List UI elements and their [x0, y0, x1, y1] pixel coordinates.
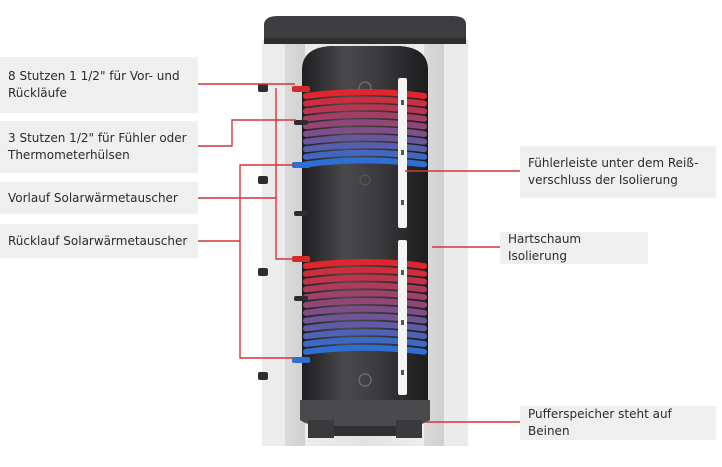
- label-hartschaum: Hartschaum Isolierung: [500, 232, 648, 264]
- lowerCoil-turn: [303, 290, 427, 301]
- label-fuehlerleiste: Fühlerleiste unter dem Reiß- verschluss …: [520, 146, 716, 198]
- label-stutzen-fuehler: 3 Stutzen 1/2" für Fühler oder Thermomet…: [0, 121, 198, 173]
- upperCoil-turn: [303, 149, 427, 160]
- lowerCoil-turn: [303, 337, 427, 347]
- lower-solar-heat-exchanger-coil: [303, 259, 427, 355]
- upperCoil-turn: [303, 127, 427, 137]
- lowerCoil-turn: [303, 282, 427, 293]
- upperCoil-turn: [303, 119, 427, 130]
- lowerCoil-turn: [303, 266, 427, 277]
- sensor-strip-upper: [398, 78, 407, 228]
- label-stutzen-vor-ruecklaeufe: 8 Stutzen 1 1/2" für Vor- und Rückläufe: [0, 57, 198, 113]
- lowerCoil-turn: [303, 321, 427, 332]
- lowerCoil-turn: [303, 259, 427, 269]
- upperCoil-turn: [303, 157, 427, 168]
- lowerCoil-turn: [303, 313, 427, 324]
- tank-legs: [300, 400, 430, 438]
- upperCoil-turn: [303, 111, 427, 122]
- lowerCoil-turn: [303, 344, 427, 355]
- label-pufferspeicher-beine: Pufferspeicher steht auf Beinen: [520, 406, 716, 440]
- upperCoil-turn: [303, 89, 427, 99]
- leader-fuehler: [198, 119, 296, 147]
- leader-vorlauf: [198, 197, 294, 260]
- connection-stubs: [258, 84, 310, 380]
- leader-ruecklauf-top: [239, 164, 294, 241]
- sensor-strip-lower: [398, 240, 407, 395]
- upperCoil-turn: [303, 104, 427, 115]
- upperCoil-turn: [303, 142, 427, 153]
- lowerCoil-turn: [303, 305, 427, 316]
- lowerCoil-turn: [303, 298, 427, 308]
- label-ruecklauf-solar: Rücklauf Solarwärmetauscher: [0, 224, 198, 258]
- upper-heat-exchanger-coil: [303, 89, 427, 168]
- leader-ruecklauf: [198, 240, 294, 359]
- top-lid: [264, 16, 466, 44]
- lowerCoil-turn: [303, 329, 427, 340]
- upperCoil-turn: [303, 134, 427, 145]
- label-vorlauf-solar: Vorlauf Solarwärmetauscher: [0, 182, 198, 214]
- lowerCoil-turn: [303, 274, 427, 285]
- upperCoil-turn: [303, 96, 427, 107]
- leader-lines: [198, 83, 520, 423]
